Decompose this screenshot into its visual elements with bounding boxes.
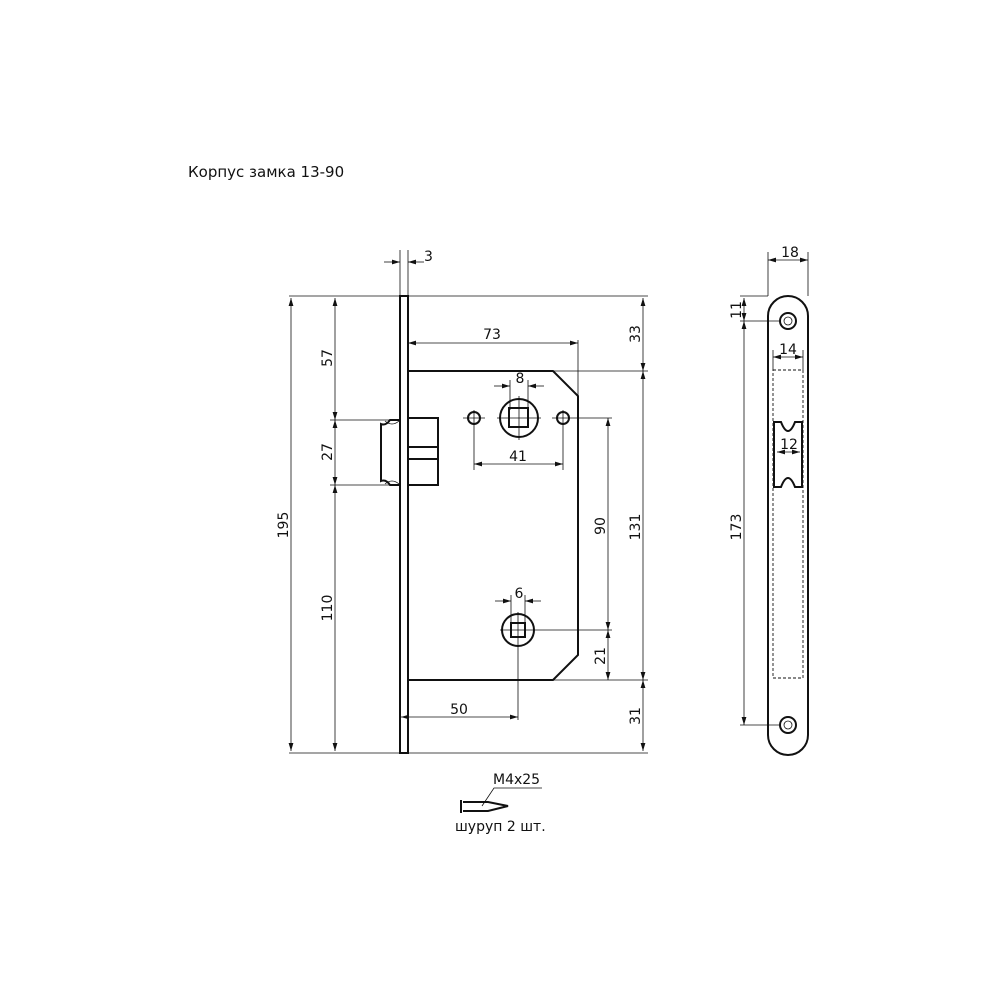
screw-spec: M4x25 xyxy=(493,772,540,788)
dim-18: 18 xyxy=(781,245,799,261)
dim-27: 27 xyxy=(320,443,336,461)
dim-195: 195 xyxy=(276,512,292,539)
screw-callout: M4x25 шуруп 2 шт. xyxy=(455,772,546,835)
dim-90: 90 xyxy=(593,517,609,535)
latch-housing xyxy=(407,417,439,486)
dim-12: 12 xyxy=(780,437,798,453)
screw-caption: шуруп 2 шт. xyxy=(455,819,546,835)
faceplate xyxy=(399,295,409,754)
dimensions: 3 195 57 27 110 73 33 131 31 8 41 90 21 … xyxy=(276,249,648,754)
strike-outline xyxy=(767,295,809,756)
dim-31: 31 xyxy=(628,707,644,725)
strike-plate: 18 11 173 14 12 xyxy=(729,245,809,756)
screw-icon xyxy=(460,800,509,813)
dim-41: 41 xyxy=(509,449,527,465)
dim-8: 8 xyxy=(516,371,525,387)
dim-6: 6 xyxy=(515,586,524,602)
dim-33: 33 xyxy=(628,325,644,343)
lock-case xyxy=(408,370,579,681)
dim-14: 14 xyxy=(779,342,797,358)
dim-173: 173 xyxy=(729,514,745,541)
lock-body xyxy=(380,295,612,754)
latch-bolt xyxy=(380,419,400,486)
dim-73: 73 xyxy=(483,327,501,343)
strike-hole-bottom xyxy=(779,716,797,734)
dim-50: 50 xyxy=(450,702,468,718)
strike-hole-top xyxy=(779,312,797,330)
dim-131: 131 xyxy=(628,514,644,541)
dim-57: 57 xyxy=(320,349,336,367)
dim-110: 110 xyxy=(320,595,336,622)
strike-window xyxy=(772,369,804,679)
dim-21: 21 xyxy=(593,647,609,665)
dim-11: 11 xyxy=(729,301,745,319)
strike-latch-opening xyxy=(773,421,803,488)
spindle-square xyxy=(508,407,529,428)
dim-3: 3 xyxy=(424,249,433,265)
drawing-title: Корпус замка 13-90 xyxy=(188,163,344,181)
